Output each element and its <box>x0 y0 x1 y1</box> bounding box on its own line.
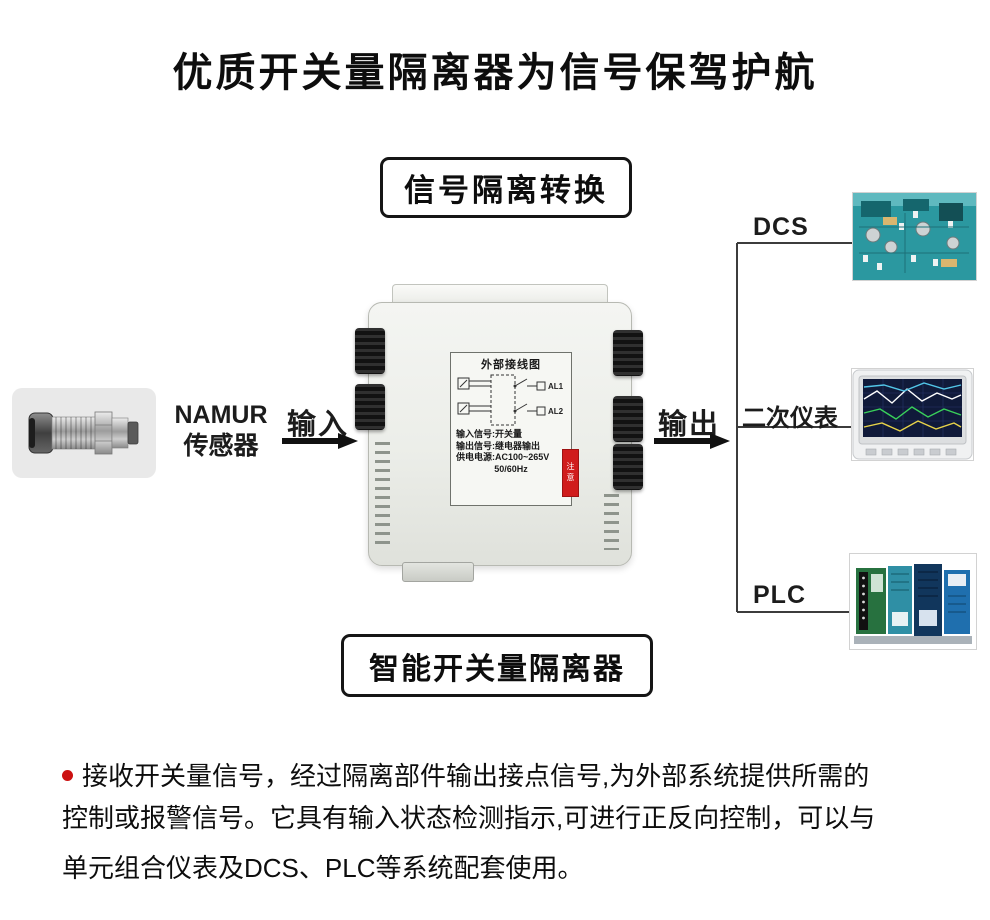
wiring-diagram-title: 外部接线图 <box>481 359 541 371</box>
recorder-display-icon <box>852 369 973 460</box>
namur-sensor-image <box>12 388 156 478</box>
connector-lines <box>736 242 852 613</box>
smart-isolator-label: 智能开关量隔离器 <box>369 652 625 686</box>
smart-isolator-box: 智能开关量隔离器 <box>341 634 653 697</box>
terminal-block <box>355 328 385 374</box>
input-arrow-icon <box>282 433 358 449</box>
description-text: 接收开关量信号，经过隔离部件输出接点信号,为外部系统提供所需的 控制或报警信号。… <box>62 756 952 890</box>
vent-slots <box>375 442 390 546</box>
meter-image <box>851 368 974 461</box>
bullet-icon <box>62 770 73 781</box>
output-arrow-icon <box>654 433 730 449</box>
page-title: 优质开关量隔离器为信号保驾护航 <box>172 51 818 95</box>
warning-strip: 注意 <box>562 449 579 497</box>
sensor-name-label: NAMUR 传感器 <box>158 400 284 461</box>
vent-slots <box>604 494 619 550</box>
sensor-name-line2: 传感器 <box>183 431 259 460</box>
plc-modules-icon <box>850 554 976 649</box>
relay-label-al2: AL2 <box>548 407 564 416</box>
description-line-2: 控制或报警信号。它具有输入状态检测指示,可进行正反向控制，可以与 <box>62 802 876 833</box>
terminal-block <box>613 330 643 376</box>
terminal-block <box>613 396 643 442</box>
spec-line: 50/60Hz <box>494 464 528 475</box>
spec-line: 输入信号:开关量 <box>456 429 522 439</box>
description-line-1: 接收开关量信号，经过隔离部件输出接点信号,为外部系统提供所需的 <box>62 756 952 798</box>
destination-label-plc: PLC <box>753 581 806 609</box>
description-line-3: 单元组合仪表及DCS、PLC等系统配套使用。 <box>62 853 584 884</box>
module-label: 外部接线图 <box>450 352 579 506</box>
proximity-sensor-icon <box>28 411 139 455</box>
isolator-module-image: 外部接线图 <box>355 282 643 584</box>
input-label: 输入 <box>287 409 350 441</box>
plc-image <box>849 553 977 650</box>
module-specs: 输入信号:开关量 输出信号:继电器输出 供电电源:AC100~265V 50/6… <box>451 429 571 476</box>
relay-label-al1: AL1 <box>548 382 564 391</box>
spec-line: 供电电源:AC100~265V <box>456 452 550 463</box>
sensor-name-line1: NAMUR <box>174 401 268 429</box>
output-label: 输出 <box>658 409 721 441</box>
dcs-image <box>852 192 977 281</box>
destination-label-meter: 二次仪表 <box>742 405 838 432</box>
spec-line: 输出信号:继电器输出 <box>456 440 540 451</box>
terminal-block <box>613 444 643 490</box>
destination-label-dcs: DCS <box>753 213 809 241</box>
terminal-block <box>355 384 385 430</box>
wiring-diagram: AL1 AL2 <box>457 374 564 426</box>
signal-conversion-label: 信号隔离转换 <box>404 173 608 208</box>
circuit-board-icon <box>853 193 976 280</box>
signal-conversion-box: 信号隔离转换 <box>380 157 632 218</box>
module-top-cap <box>392 284 608 307</box>
din-rail-clip <box>402 562 474 582</box>
